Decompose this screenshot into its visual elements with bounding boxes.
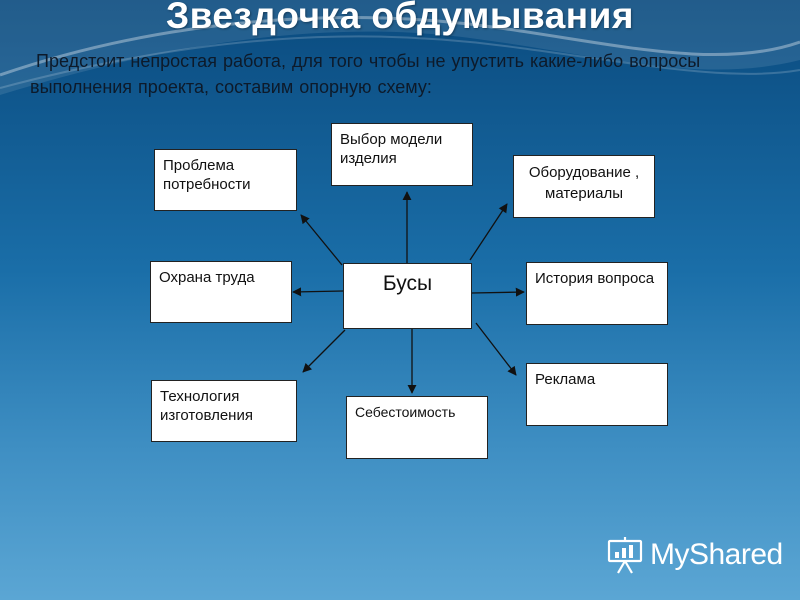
presentation-icon — [607, 537, 643, 574]
arrow-to-equipment — [469, 203, 508, 261]
node-center-beads: Бусы — [343, 263, 472, 329]
slide-subtitle: Предстоит непростая работа, для того что… — [30, 51, 701, 97]
myshared-logo: MyShared — [606, 533, 783, 577]
node-safety: Охрана труда — [150, 261, 292, 323]
header-wave-decoration — [0, 0, 800, 95]
node-advert: Реклама — [526, 363, 668, 426]
node-problem: Проблема потребности — [154, 149, 297, 211]
node-equipment: Оборудование , материалы — [513, 155, 655, 218]
arrow-to-safety — [292, 287, 344, 297]
arrow-to-technology — [302, 329, 346, 373]
node-history: История вопроса — [526, 262, 668, 325]
arrow-to-history — [471, 287, 525, 297]
brand-name: MyShared — [650, 538, 783, 571]
node-model: Выбор модели изделия — [331, 123, 473, 186]
node-cost: Себестоимость — [346, 396, 488, 459]
arrow-to-advert — [475, 322, 517, 376]
slide-title: Звездочка обдумывания — [166, 0, 634, 36]
node-technology: Технология изготовления — [151, 380, 297, 442]
arrow-to-problem — [300, 214, 343, 266]
